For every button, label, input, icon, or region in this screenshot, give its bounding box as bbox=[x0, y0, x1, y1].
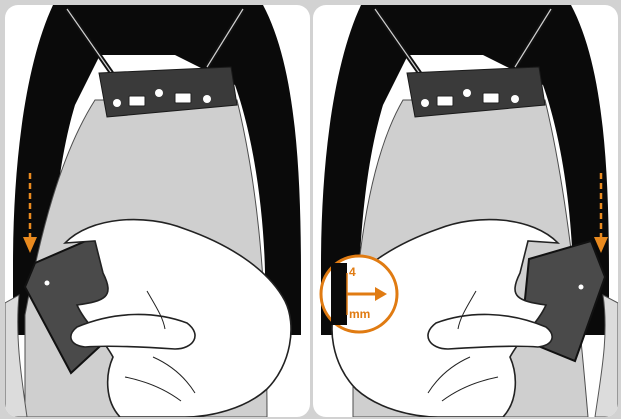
panel-left bbox=[5, 5, 310, 417]
measure-value: 4 bbox=[349, 266, 356, 278]
bracket-hole bbox=[203, 95, 211, 103]
bracket-hole bbox=[511, 95, 519, 103]
pad-hole bbox=[45, 281, 50, 286]
bracket-slot bbox=[175, 93, 191, 103]
bracket-slot bbox=[483, 93, 499, 103]
panel-right: 4 mm bbox=[313, 5, 618, 417]
bracket-hole bbox=[463, 89, 471, 97]
left-illustration bbox=[5, 5, 310, 417]
bracket-hole bbox=[113, 99, 121, 107]
bracket-hole bbox=[155, 89, 163, 97]
magnified-strap bbox=[331, 263, 347, 325]
pad-hole bbox=[579, 285, 584, 290]
right-illustration bbox=[313, 5, 618, 417]
bracket-hole bbox=[421, 99, 429, 107]
measure-unit: mm bbox=[349, 308, 370, 320]
bracket-slot bbox=[437, 96, 453, 106]
bracket-slot bbox=[129, 96, 145, 106]
